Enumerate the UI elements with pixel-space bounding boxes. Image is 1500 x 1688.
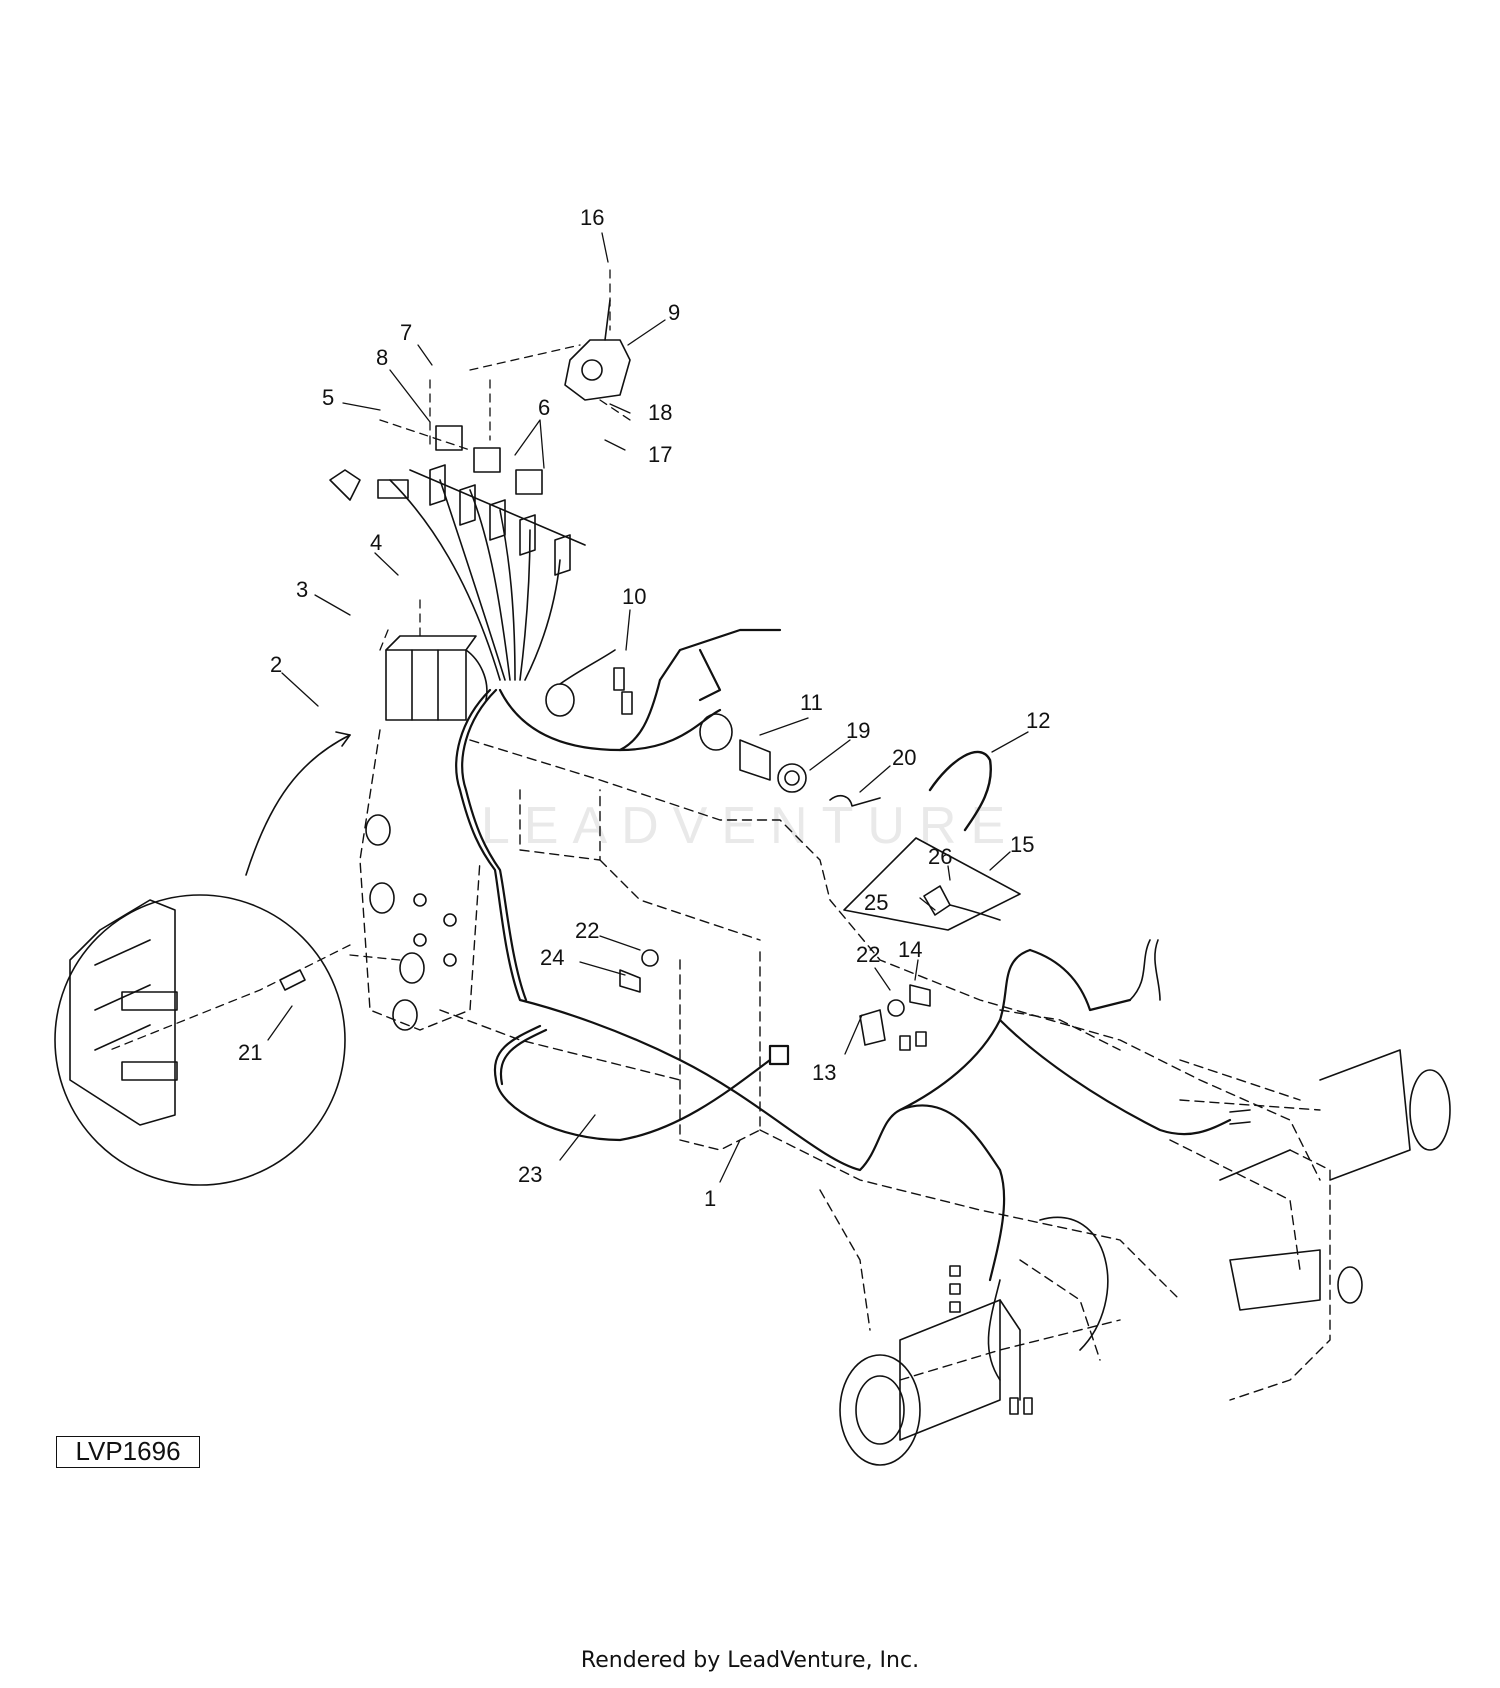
callout-4: 4 (370, 530, 382, 555)
relay-bracket (409, 464, 586, 576)
watermark: LEADVENTURE (480, 797, 1020, 855)
fuse-block (385, 635, 488, 721)
callout-8: 8 (376, 345, 388, 370)
relay-8 (435, 425, 463, 451)
harness-23 (493, 1024, 790, 1142)
callout-6: 6 (538, 395, 550, 420)
callout-1: 1 (704, 1186, 716, 1211)
callout-22b: 22 (856, 942, 880, 967)
callout-17: 17 (648, 442, 672, 467)
dashed-leaders (109, 269, 631, 1051)
relay-6b (515, 469, 543, 495)
callout-5: 5 (322, 385, 334, 410)
sensor-components (619, 949, 931, 1051)
callout-3: 3 (296, 577, 308, 602)
callout-14: 14 (898, 937, 922, 962)
callout-22a: 22 (575, 918, 599, 943)
callout-26: 26 (928, 844, 952, 869)
callout-21: 21 (238, 1040, 262, 1065)
connector-left (377, 479, 409, 499)
housing-bolt-holes (365, 814, 457, 1031)
wire-loop-12 (928, 750, 992, 832)
callout-23: 23 (518, 1162, 542, 1187)
callout-9: 9 (668, 300, 680, 325)
ignition-module-9 (564, 299, 631, 401)
detail-arrow (245, 731, 351, 876)
relay-6a (473, 447, 501, 473)
reference-code: LVP1696 (56, 1436, 200, 1468)
callout-16: 16 (580, 205, 604, 230)
callout-12: 12 (1026, 708, 1050, 733)
callout-labels: 16 9 7 8 5 6 18 17 4 3 10 2 11 19 12 20 … (238, 205, 1050, 1211)
callout-13: 13 (812, 1060, 836, 1085)
panel-15 (843, 837, 1021, 931)
callout-leaders (267, 232, 1029, 1183)
detail-circle-21 (54, 894, 346, 1186)
callout-24: 24 (540, 945, 564, 970)
callout-2: 2 (270, 652, 282, 677)
callout-15: 15 (1010, 832, 1034, 857)
callout-7: 7 (400, 320, 412, 345)
callout-19: 19 (846, 718, 870, 743)
main-wire-harness (455, 628, 1232, 1282)
right-wires (949, 939, 1251, 1415)
callout-11: 11 (800, 690, 823, 715)
callout-18: 18 (648, 400, 672, 425)
callout-25: 25 (864, 890, 888, 915)
transmission-solid (839, 1049, 1451, 1466)
callout-10: 10 (622, 584, 646, 609)
callout-20: 20 (892, 745, 916, 770)
relay-harness-branches (329, 469, 561, 681)
transmission-housing (359, 729, 1331, 1401)
ignition-switch (545, 649, 881, 807)
footer-credit: Rendered by LeadVenture, Inc. (580, 1648, 920, 1673)
